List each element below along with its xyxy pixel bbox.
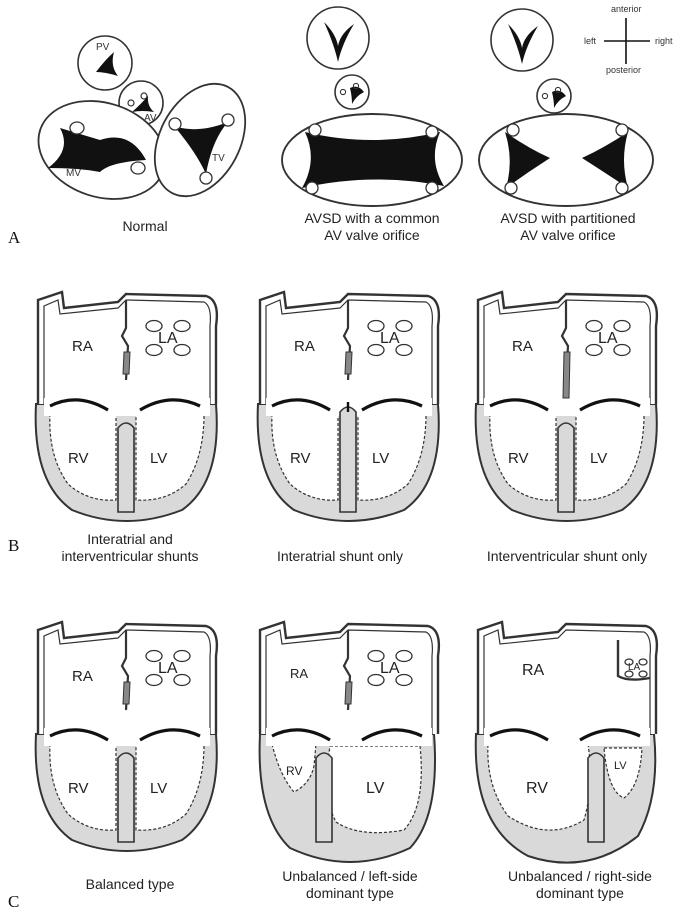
valves-normal [26,36,264,215]
chamber-label-lv: LV [150,780,167,797]
ventricular-septum [558,423,574,512]
chamber-label-rv: RV [290,450,311,467]
caption-interatrial-only: Interatrial shunt only [250,548,430,565]
chamber-label-la: LA [380,330,400,348]
chamber-label-rv: RV [68,780,89,797]
orientation-cross [604,18,650,64]
heart-right-dominant [476,622,657,863]
ventricular-septum [340,407,356,512]
orientation-posterior: posterior [606,65,641,75]
caption-balanced: Balanced type [60,876,200,893]
chamber-label-ra: RA [72,338,93,355]
chamber-label-la: LA [628,662,640,673]
caption-interventricular-only: Interventricular shunt only [462,548,672,565]
caption-partitioned-orifice: AVSD with partitionedAV valve orifice [468,210,668,244]
chamber-label-rv: RV [508,450,529,467]
pv-label: PV [96,42,109,53]
chamber-label-lv: LV [614,760,627,772]
panel-label-a: A [8,228,20,248]
heart-interatrial-only [258,292,439,521]
heart-diagrams [36,292,657,863]
chamber-label-la: LA [380,660,400,678]
panel-label-c: C [8,892,19,912]
chamber-label-rv: RV [286,764,302,778]
chamber-label-la: LA [158,660,178,678]
heart-left-dominant [260,622,439,862]
chamber-label-la: LA [158,330,178,348]
orientation-right: right [655,36,673,46]
ventricular-septum [118,423,134,512]
chamber-label-lv: LV [372,450,389,467]
ventricular-septum [588,753,604,842]
chamber-label-lv: LV [590,450,607,467]
orientation-left: left [584,36,596,46]
chamber-label-ra: RA [294,338,315,355]
chamber-label-ra: RA [522,662,544,680]
caption-normal: Normal [95,218,195,235]
atrial-wall [478,622,657,734]
chamber-label-ra: RA [512,338,533,355]
tv-label: TV [212,153,225,164]
panel-label-b: B [8,536,19,556]
chamber-label-la: LA [598,330,618,348]
chamber-label-ra: RA [72,668,93,685]
heart-both-shunts [36,292,217,521]
heart-interventricular-only [476,292,657,521]
ventricular-septum [316,753,332,842]
valves-partitioned-orifice [479,9,653,206]
mv-label: MV [66,168,81,179]
chamber-label-rv: RV [526,780,548,798]
chamber-label-lv: LV [366,780,384,798]
ventricular-septum [118,753,134,842]
chamber-label-ra: RA [290,666,308,681]
orientation-anterior: anterior [611,4,642,14]
chamber-label-rv: RV [68,450,89,467]
heart-balanced [36,622,217,851]
chamber-label-lv: LV [150,450,167,467]
valves-common-orifice [282,7,462,206]
av-label: AV [144,113,157,124]
